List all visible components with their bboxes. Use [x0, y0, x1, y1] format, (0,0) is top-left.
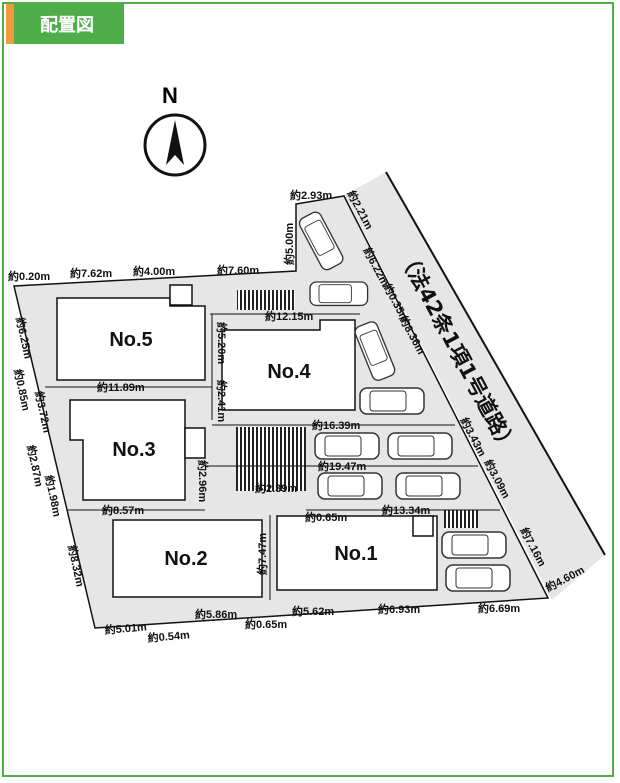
building-no3-label: No.3 [112, 439, 155, 461]
header-title: 配置図 [40, 15, 94, 36]
dim-label: 約5.20m [215, 322, 229, 364]
building-no1-label: No.1 [334, 543, 377, 565]
dim-label: 約5.62m [292, 604, 334, 618]
dim-label: 約5.00m [282, 223, 296, 265]
bicycle-parking [444, 510, 478, 528]
building-no3 [69, 399, 186, 501]
dim-label: 約2.41m [215, 380, 229, 422]
dim-label: 約0.85m [11, 368, 34, 412]
dim-label: 約12.15m [265, 309, 314, 323]
north-label: N [162, 83, 178, 108]
building-no4-label: No.4 [267, 361, 311, 383]
dim-label: 約5.86m [195, 607, 237, 621]
header-stripe [6, 4, 14, 44]
dim-label: 約5.01m [104, 619, 147, 637]
dim-label: 約13.34m [382, 503, 431, 517]
building-no5-label: No.5 [109, 329, 152, 351]
bicycle-parking [236, 427, 306, 491]
dim-label: 約2.93m [290, 188, 332, 202]
dim-label: 約6.93m [378, 602, 420, 616]
road [345, 172, 605, 600]
header-tab: 配置図 [6, 4, 124, 44]
dim-label: 約4.00m [133, 264, 175, 278]
dim-label: 約2.39m [255, 481, 297, 495]
building-no2-label: No.2 [164, 548, 207, 570]
dim-label: 約0.65m [245, 617, 287, 631]
dim-label: 約16.39m [312, 418, 361, 432]
bicycle-parking [237, 290, 295, 310]
building-no2 [112, 519, 263, 598]
dim-label: 約0.65m [305, 510, 347, 524]
page-frame [2, 2, 614, 777]
dim-label: 約6.69m [478, 601, 520, 615]
dim-label: 約8.57m [102, 503, 144, 517]
dim-label: 約7.62m [70, 266, 112, 280]
dim-label: 約11.89m [97, 380, 145, 394]
building-no4 [221, 319, 356, 411]
dim-label: 約2.96m [196, 460, 210, 502]
north-compass-icon: N [143, 83, 207, 177]
dim-label: 約19.47m [318, 459, 367, 473]
building-no1 [276, 515, 438, 591]
dim-label: 約7.47m [255, 533, 269, 575]
dim-label: 約7.60m [217, 263, 259, 277]
dim-label: 約0.20m [8, 269, 50, 283]
dim-label: 約0.54m [147, 627, 190, 645]
